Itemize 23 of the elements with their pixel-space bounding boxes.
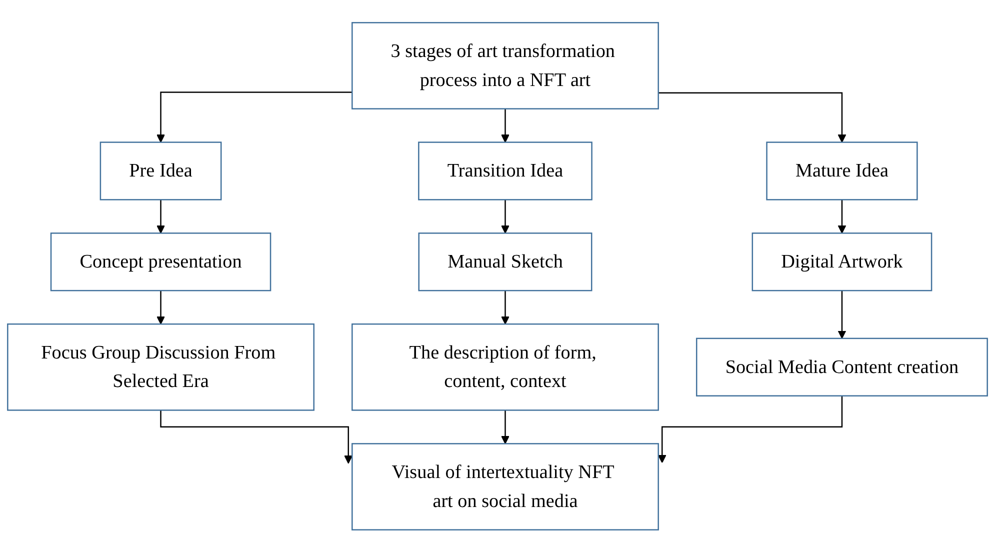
arrow <box>156 91 352 142</box>
arrow <box>501 290 510 324</box>
arrow <box>658 394 843 463</box>
node-box: Mature Idea <box>766 141 918 200</box>
arrow <box>658 92 846 142</box>
node-box: Focus Group Discussion From Selected Era <box>7 323 314 411</box>
node-box: Transition Idea <box>418 141 592 200</box>
node-box: Pre Idea <box>100 141 222 200</box>
node-box: Visual of intertextuality NFT art on social media <box>352 442 659 530</box>
node-box: 3 stages of art transformation process into a NFT art <box>352 22 659 110</box>
arrow <box>501 108 510 142</box>
arrow <box>156 198 165 234</box>
node-box: The description of form, content, context <box>352 323 659 411</box>
arrow <box>501 198 510 234</box>
arrow <box>838 198 846 234</box>
arrow <box>501 409 510 444</box>
arrow <box>838 290 846 339</box>
node-box: Social Media Content creation <box>696 338 988 396</box>
node-box: Concept presentation <box>50 232 272 291</box>
node-box: Manual Sketch <box>418 232 592 291</box>
arrow <box>156 290 165 324</box>
node-box: Digital Artwork <box>752 232 932 291</box>
arrow <box>160 409 353 464</box>
